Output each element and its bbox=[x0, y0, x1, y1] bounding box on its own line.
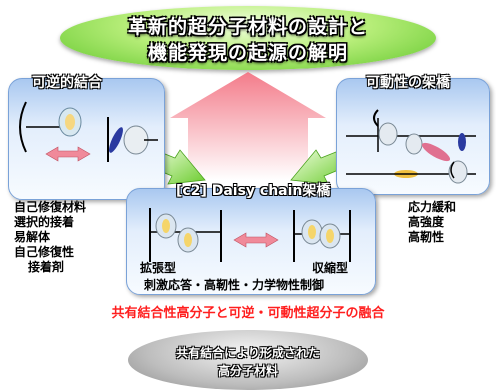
fusion-text: 共有結合性高分子と可逆・可動性超分子の融合 bbox=[111, 306, 385, 321]
title-line-1: 革新的超分子材料の設計と bbox=[127, 16, 368, 38]
base-line-2: 高分子材料 bbox=[217, 364, 278, 378]
ring-icon-1 bbox=[378, 122, 398, 146]
feature-stress-relaxation: 応力緩和 bbox=[408, 200, 457, 214]
feature-self-healing-material: 自己修復材料 bbox=[14, 200, 87, 214]
feature-self-healing: 自己修復性 bbox=[14, 245, 75, 259]
feature-adhesive: 接着剤 bbox=[28, 260, 65, 274]
daisy-chain-title: [c2] Daisy chain架橋 bbox=[176, 183, 331, 199]
reversible-bond-illustration bbox=[19, 101, 158, 162]
guest-molecule-icon bbox=[109, 127, 123, 153]
movable-crosslink-illustration bbox=[346, 109, 476, 184]
title-line-2: 機能発現の起源の解明 bbox=[147, 42, 348, 64]
ring-icon-2 bbox=[405, 133, 423, 155]
daisy-chain-caption: 刺激応答・高靭性・力学物性制御 bbox=[144, 278, 325, 292]
movable-crosslink-title: 可動性の架橋 bbox=[366, 75, 450, 91]
base-ellipse bbox=[128, 330, 368, 390]
title-ellipse bbox=[60, 6, 436, 70]
base-line-1: 共有結合により形成された bbox=[176, 346, 320, 360]
pink-double-arrow-icon bbox=[45, 146, 91, 162]
pink-bead-icon bbox=[421, 142, 451, 162]
blue-bead-icon bbox=[458, 133, 466, 151]
contracted-type-label: 収縮型 bbox=[312, 261, 349, 275]
feature-high-strength: 高強度 bbox=[408, 215, 445, 229]
expanded-type-label: 拡張型 bbox=[140, 261, 177, 275]
reversible-bond-title: 可逆的結合 bbox=[32, 75, 102, 91]
feature-selective-adhesion: 選択的接着 bbox=[14, 215, 75, 229]
pink-double-arrow-center-icon bbox=[233, 232, 279, 248]
pink-up-arrow bbox=[170, 72, 326, 180]
left-feature-list: 自己修復材料 選択的接着 易解体 自己修復性 接着剤 bbox=[14, 200, 86, 275]
feature-easy-disassembly: 易解体 bbox=[14, 230, 51, 244]
feature-high-toughness: 高靭性 bbox=[408, 230, 445, 244]
daisy-chain-illustration bbox=[149, 208, 351, 262]
right-feature-list: 応力緩和 高強度 高靭性 bbox=[408, 200, 456, 245]
polymer-chain-left bbox=[19, 101, 27, 153]
